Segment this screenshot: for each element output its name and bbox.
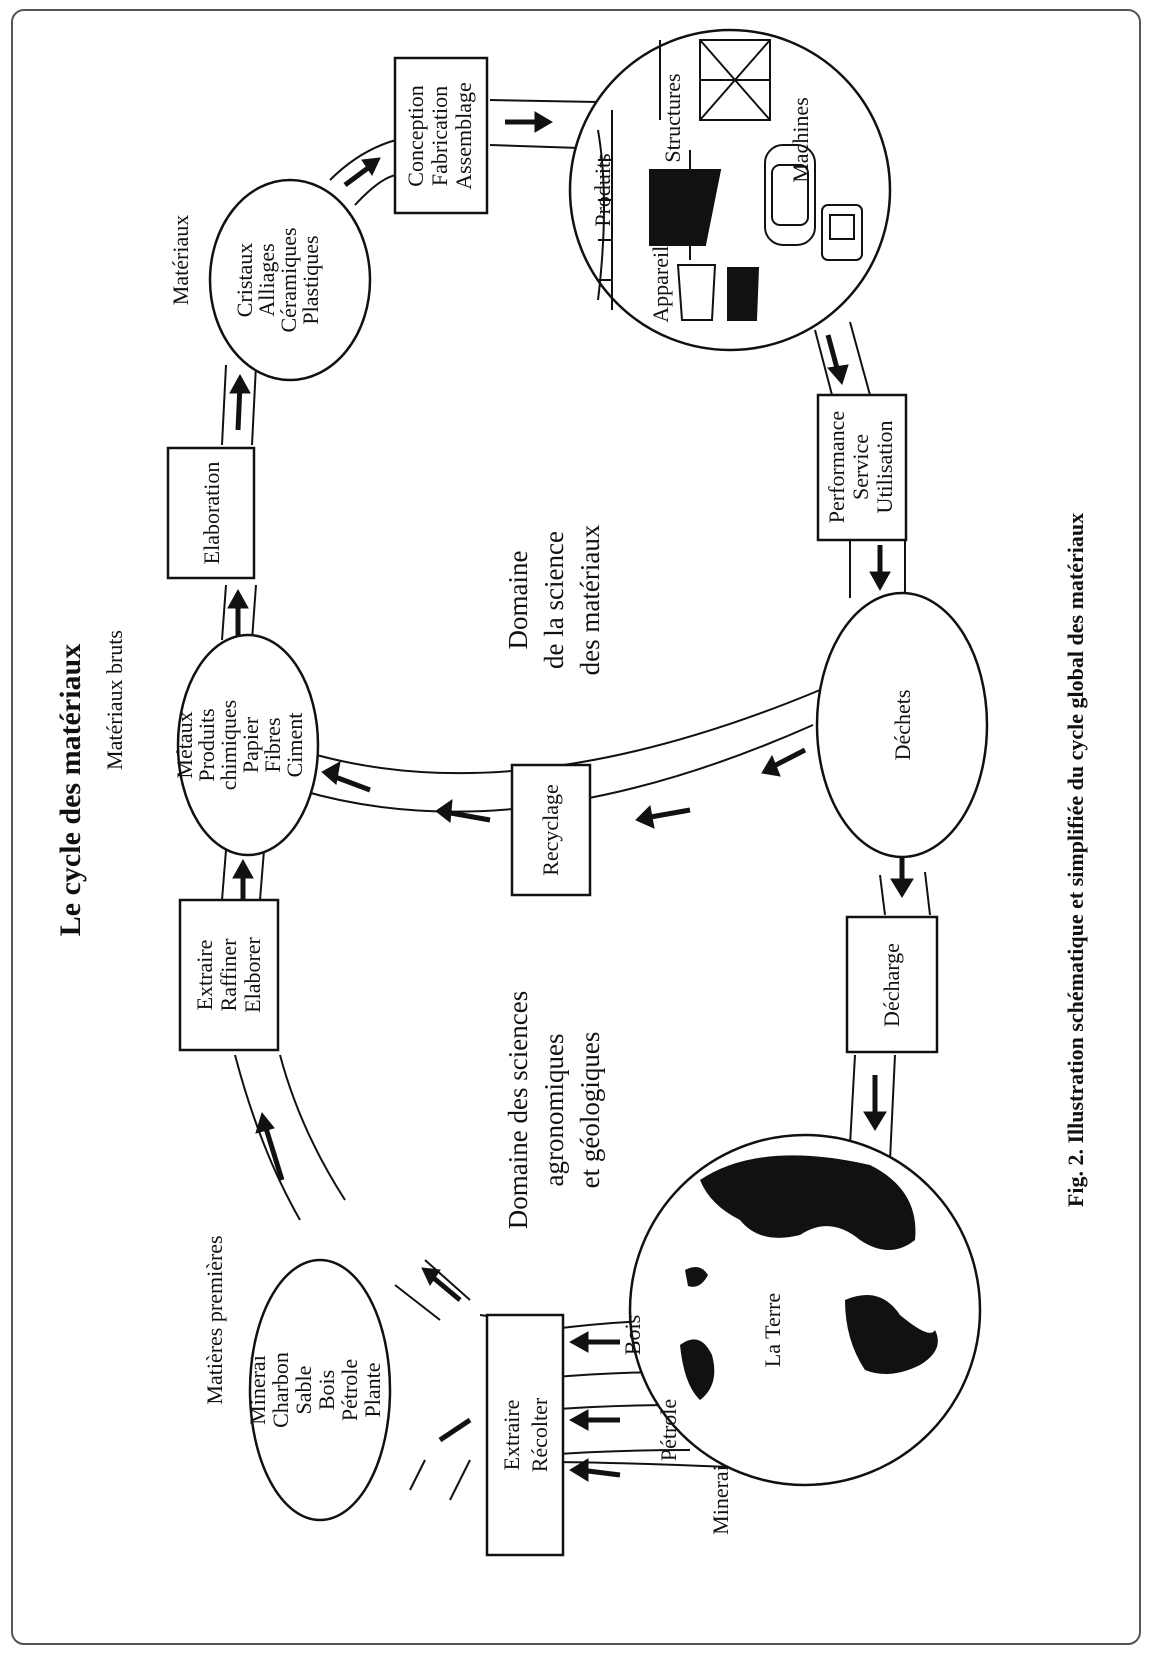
materiaux-node: Matériaux Cristaux Alliages Céramiques P… (168, 178, 372, 382)
svg-text:Céramiques: Céramiques (276, 227, 301, 332)
svg-text:Appareils: Appareils (648, 237, 673, 323)
svg-text:Récolter: Récolter (527, 1397, 552, 1472)
recyclage-node: Recyclage (510, 763, 592, 897)
svg-text:Extraire: Extraire (192, 940, 217, 1011)
svg-text:Machines: Machines (788, 97, 813, 183)
matieres-premieres-node: Matières premières Minerai Charbon Sable… (202, 1235, 392, 1522)
svg-text:Papier: Papier (238, 716, 263, 773)
svg-text:Plante: Plante (360, 1363, 385, 1418)
decharge-node: Décharge (845, 915, 939, 1054)
elaboration-node: Elaboration (166, 446, 256, 580)
svg-text:Domaine: Domaine (503, 551, 533, 650)
materiaux-heading: Matériaux (168, 215, 193, 305)
svg-text:Cristaux: Cristaux (232, 243, 257, 318)
produits-node: Produits Structures Appareils Machines (568, 28, 892, 352)
matieres-premieres-heading: Matières premières (202, 1235, 227, 1404)
diagram-title: Le cycle des matériaux (54, 644, 87, 936)
continents (680, 1155, 938, 1400)
svg-text:Charbon: Charbon (268, 1352, 293, 1428)
svg-text:Conception: Conception (403, 85, 428, 186)
svg-text:Performance: Performance (824, 411, 849, 523)
svg-text:Décharge: Décharge (879, 943, 904, 1027)
extraire-recolter-node: Extraire Récolter (485, 1313, 565, 1557)
conception-node: Conception Fabrication Assemblage (393, 56, 489, 215)
extraire-raffiner-node: Extraire Raffiner Elaborer (178, 898, 280, 1052)
svg-text:Fabrication: Fabrication (427, 86, 452, 186)
domain-materials-science-label: Domaine de la science des matériaux (503, 524, 605, 675)
terre-node: La Terre (628, 1133, 982, 1487)
svg-text:Fibres: Fibres (260, 718, 285, 773)
stream-label-minerai: Minerai (708, 1465, 733, 1535)
svg-text:Sable: Sable (291, 1366, 316, 1415)
materiaux-bruts-heading: Matériaux bruts (102, 630, 127, 770)
svg-text:Plastiques: Plastiques (298, 235, 323, 324)
materiaux-bruts-node: Matériaux bruts Métaux Produits chimique… (102, 630, 320, 857)
svg-text:agronomiques: agronomiques (539, 1034, 569, 1187)
svg-text:Service: Service (848, 434, 873, 500)
svg-text:Alliages: Alliages (254, 243, 279, 316)
svg-text:Elaborer: Elaborer (240, 936, 265, 1012)
svg-text:Minerai: Minerai (245, 1355, 270, 1425)
svg-text:de la science: de la science (539, 531, 569, 669)
svg-text:Ciment: Ciment (282, 713, 307, 778)
stream-label-petrole: Pétrole (656, 1399, 681, 1461)
svg-text:Elaboration: Elaboration (199, 462, 224, 565)
svg-text:des matériaux: des matériaux (575, 524, 605, 675)
svg-text:Produits: Produits (590, 153, 615, 226)
flow-arrows (227, 111, 914, 1482)
svg-text:Domaine des sciences: Domaine des sciences (503, 991, 533, 1229)
svg-text:Déchets: Déchets (890, 690, 915, 761)
figure-caption: Fig. 2. Illustration schématique et simp… (1063, 513, 1088, 1207)
performance-node: Performance Service Utilisation (816, 393, 908, 542)
svg-text:Structures: Structures (660, 73, 685, 162)
stream-label-bois: Bois (620, 1315, 645, 1355)
svg-text:Recyclage: Recyclage (538, 784, 563, 876)
svg-text:Métaux: Métaux (172, 711, 197, 778)
page-frame (11, 9, 1141, 1645)
svg-text:Extraire: Extraire (499, 1400, 524, 1471)
domain-agro-geo-label: Domaine des sciences agronomiques et géo… (503, 991, 605, 1229)
svg-text:Utilisation: Utilisation (872, 421, 897, 514)
svg-text:chimiques: chimiques (216, 700, 241, 790)
dechets-node: Déchets (815, 591, 989, 859)
svg-text:Assemblage: Assemblage (451, 82, 476, 190)
svg-text:Bois: Bois (314, 1370, 339, 1410)
products-illustration (597, 39, 863, 321)
svg-text:La Terre: La Terre (760, 1293, 785, 1367)
svg-text:Pétrole: Pétrole (337, 1359, 362, 1421)
svg-text:et géologiques: et géologiques (575, 1032, 605, 1189)
svg-text:Produits: Produits (194, 708, 219, 781)
svg-text:Raffiner: Raffiner (216, 938, 241, 1012)
